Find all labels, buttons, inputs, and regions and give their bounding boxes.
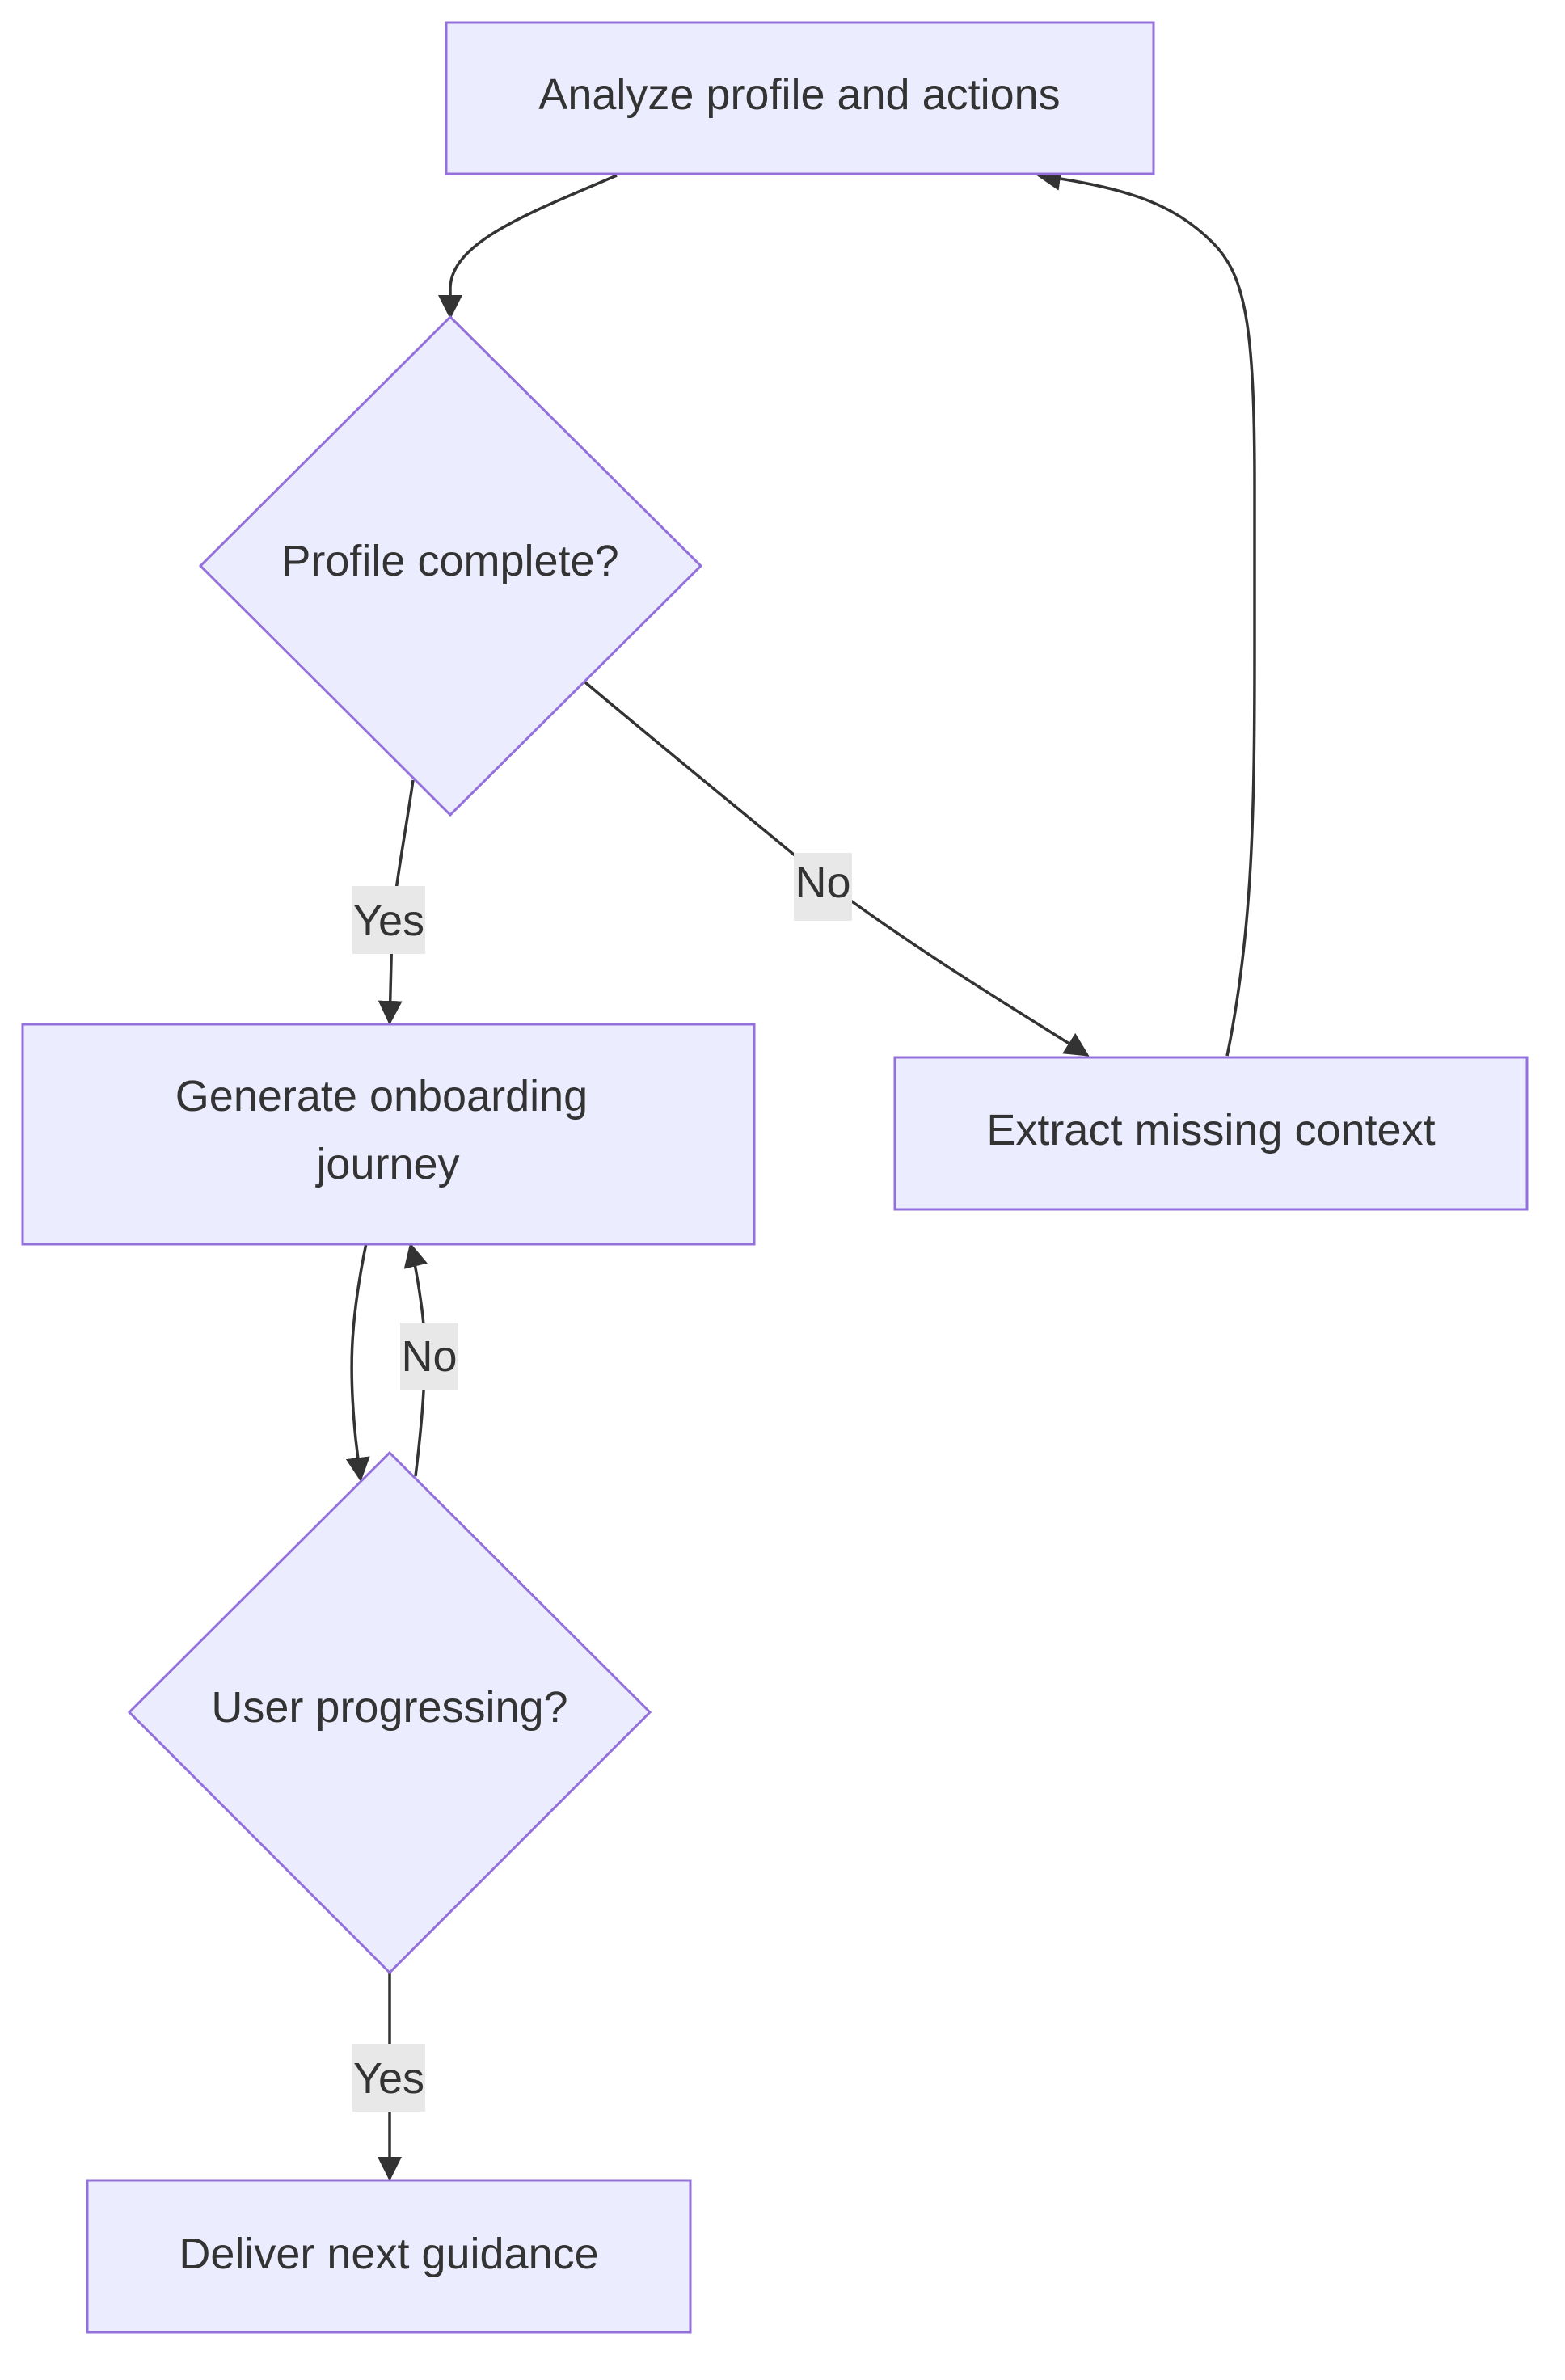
node-generate: Generate onboarding journey [21,1023,756,1246]
edge-label-yes-1: Yes [352,886,425,954]
node-extract: Extract missing context [893,1056,1529,1211]
edge-generate-to-user-progressing [345,1243,370,1482]
node-user-progressing-label: User progressing? [211,1683,567,1732]
nodes: Analyze profile and actions Profile comp… [21,21,1529,2334]
node-profile-complete: Profile complete? [198,314,703,817]
node-extract-label: Extract missing context [986,1106,1435,1154]
edge-extract-to-analyze [1036,166,1256,1057]
node-user-progressing: User progressing? [127,1450,652,1975]
edge-label-no-1: No [794,853,852,921]
node-profile-complete-label: Profile complete? [281,537,618,585]
edge-label-no-2: No [400,1323,458,1390]
node-analyze: Analyze profile and actions [445,21,1155,175]
edge-label-yes-2: Yes [352,2044,425,2112]
edge-labels: Yes No No Yes [352,853,852,2112]
node-generate-label-line1: Generate onboarding [175,1072,588,1120]
edge-label-yes-2-text: Yes [353,2054,424,2103]
node-deliver: Deliver next guidance [86,2179,692,2334]
node-generate-label-line2: journey [314,1140,459,1188]
edge-label-no-2-text: No [401,1332,457,1381]
edge-analyze-to-profile-complete [438,174,618,319]
edge-label-no-1-text: No [795,859,850,907]
node-analyze-label: Analyze profile and actions [538,70,1060,119]
node-deliver-label: Deliver next guidance [179,2230,598,2278]
edge-label-yes-1-text: Yes [353,897,424,945]
